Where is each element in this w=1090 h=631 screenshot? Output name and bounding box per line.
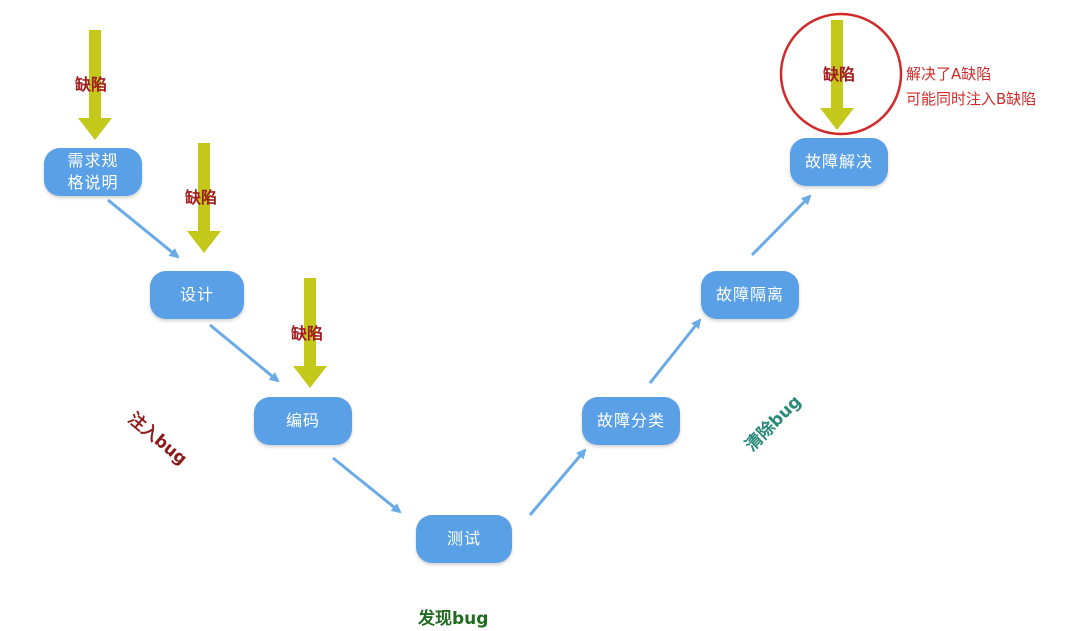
- defect-arrow-coding: [293, 278, 327, 388]
- defect-label-resolution: 缺陷: [823, 65, 856, 84]
- flow-arrow-testing-classification: [528, 448, 587, 516]
- node-fault-classification-label: 故障分类: [596, 411, 665, 430]
- defect-arrow-design: [187, 143, 221, 253]
- flow-arrow-design-coding: [209, 323, 280, 383]
- node-coding: 编码: [254, 397, 352, 445]
- flow-arrow-classification-isolation: [648, 318, 702, 384]
- defect-label-requirements: 缺陷: [75, 75, 108, 94]
- annotation-line-2: 可能同时注入B缺陷: [906, 90, 1037, 108]
- node-requirements-spec: 需求规格说明: [44, 148, 142, 196]
- annotation-line-1: 解决了A缺陷: [906, 65, 992, 83]
- flow-arrow-requirements-design: [107, 198, 180, 259]
- node-fault-isolation-label: 故障隔离: [715, 285, 784, 304]
- node-fault-classification: 故障分类: [582, 397, 680, 445]
- annotation-note: 解决了A缺陷 可能同时注入B缺陷: [906, 62, 1036, 112]
- highlight-circle: [779, 12, 903, 136]
- node-testing: 测试: [416, 515, 512, 563]
- phase-label-discover-bug: 发现bug: [418, 609, 489, 629]
- defect-label-design: 缺陷: [185, 188, 218, 207]
- defect-arrow-requirements: [78, 30, 112, 140]
- flow-arrow-coding-testing: [332, 456, 402, 514]
- node-requirements-label: 需求规格说明: [67, 151, 119, 192]
- flow-arrow-isolation-resolution: [750, 194, 812, 257]
- node-fault-resolution-label: 故障解决: [804, 152, 873, 171]
- node-fault-isolation: 故障隔离: [701, 271, 799, 319]
- node-coding-label: 编码: [285, 411, 320, 430]
- node-fault-resolution: 故障解决: [790, 138, 888, 186]
- node-testing-label: 测试: [446, 529, 481, 548]
- node-design-label: 设计: [179, 285, 214, 304]
- node-design: 设计: [150, 271, 244, 319]
- defect-label-coding: 缺陷: [291, 324, 324, 343]
- defect-arrow-resolution: [820, 20, 854, 130]
